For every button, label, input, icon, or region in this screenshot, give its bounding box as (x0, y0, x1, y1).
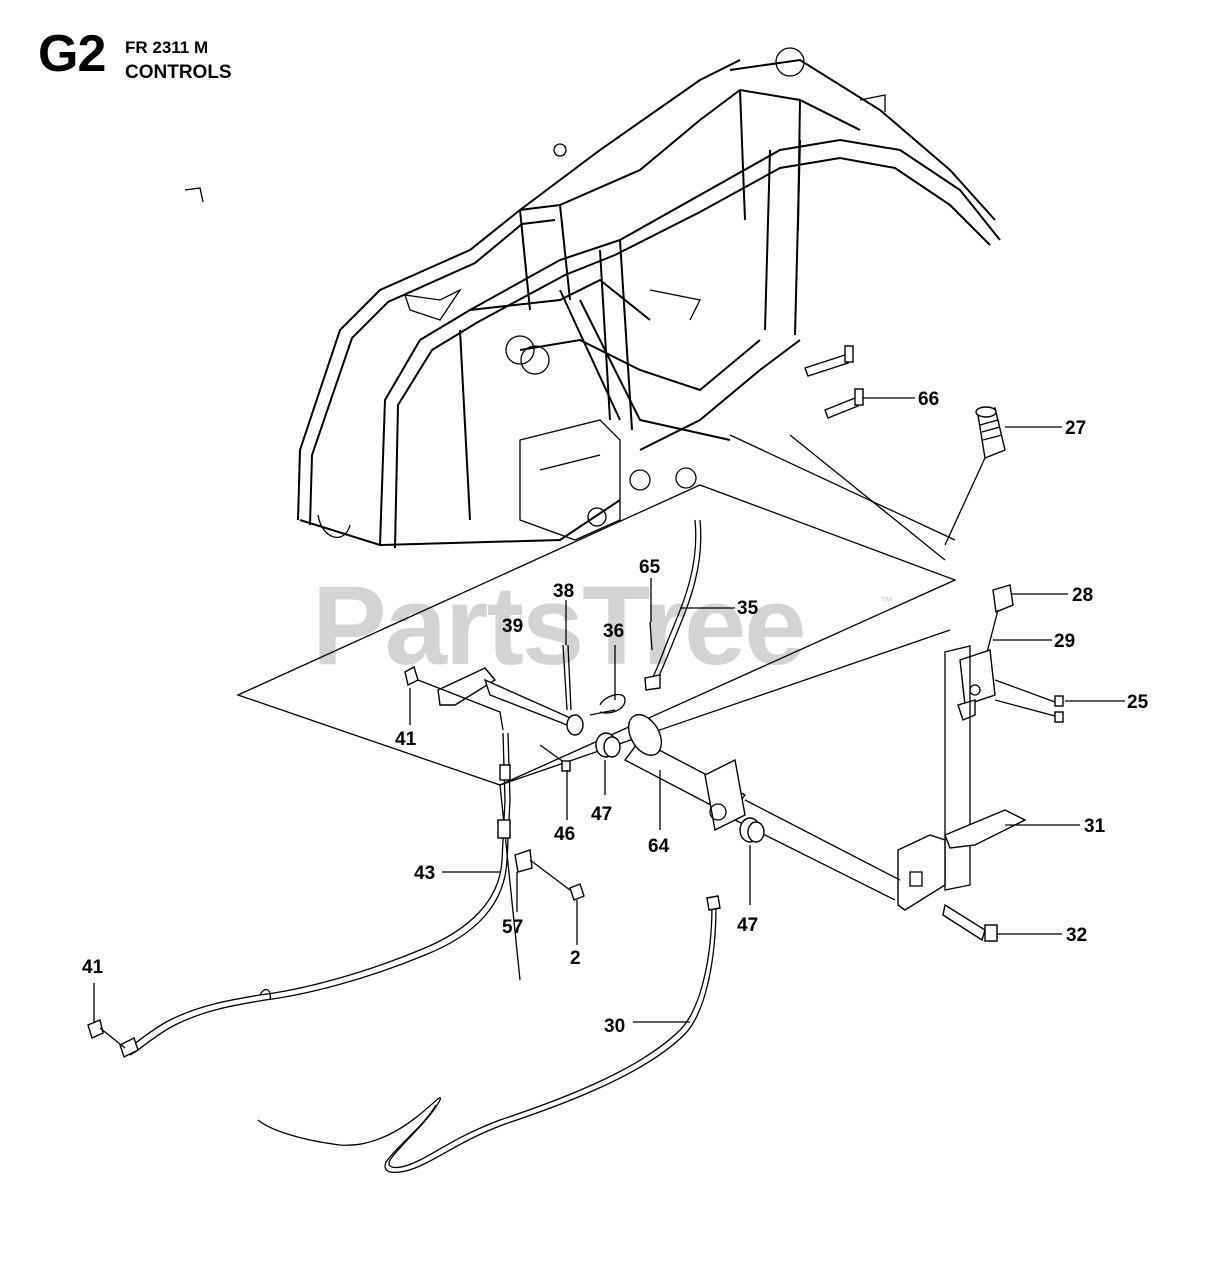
part-43-cable (119, 732, 511, 1058)
part-66-bolts (804, 345, 864, 419)
part-41-nut-lower (87, 1019, 126, 1049)
part-57-clip (514, 849, 571, 891)
callout-leaders (93, 397, 1125, 1023)
section-name: CONTROLS (125, 62, 232, 83)
part-25-screws (994, 679, 1064, 723)
part-38-pin (562, 644, 572, 711)
callout-57: 57 (502, 917, 523, 938)
assembly-plane-outline (236, 434, 957, 981)
part-65-pin (649, 621, 653, 651)
callout-labels: 66 27 28 29 25 31 32 38 65 35 39 36 41 4… (82, 389, 1149, 1037)
part-47-bushing-b (739, 817, 765, 843)
part-28-29-lever (944, 584, 1014, 891)
callout-25: 25 (1127, 692, 1149, 713)
callout-47-right: 47 (737, 915, 758, 936)
callout-39: 39 (502, 616, 523, 637)
callout-47-left: 47 (591, 804, 612, 825)
part-64-pivot-tube (623, 714, 901, 901)
callout-2: 2 (570, 948, 581, 969)
callout-36: 36 (603, 621, 624, 642)
part-41-nut-upper (404, 665, 419, 687)
callout-66: 66 (918, 389, 939, 410)
callout-28: 28 (1072, 585, 1093, 606)
callout-31: 31 (1084, 816, 1106, 837)
callout-41-upper: 41 (395, 729, 417, 750)
part-35-cable (644, 519, 702, 691)
section-code: G2 (38, 25, 106, 83)
part-36-clip (589, 693, 626, 716)
part-31-bracket (944, 809, 1027, 849)
callout-27: 27 (1065, 418, 1086, 439)
part-39-arm (437, 667, 584, 736)
callout-29: 29 (1054, 631, 1075, 652)
callout-43: 43 (414, 863, 435, 884)
callout-46: 46 (554, 824, 575, 845)
tractor-frame (184, 47, 1001, 549)
callout-35: 35 (737, 598, 759, 619)
leader-arm-cable (417, 679, 504, 731)
part-46-bolt (539, 744, 571, 772)
callout-30: 30 (604, 1016, 625, 1037)
part-32-plate-bolt (897, 834, 998, 942)
part-2-nut (569, 883, 585, 901)
watermark-trademark: ™ (880, 594, 893, 609)
part-27-knob (944, 406, 1006, 546)
model-name: FR 2311 M (125, 38, 209, 57)
callout-65: 65 (639, 557, 661, 578)
callout-41-lower: 41 (82, 957, 104, 978)
callout-32: 32 (1066, 925, 1087, 946)
part-47-bushing-a (595, 732, 621, 758)
part-30-cable (257, 895, 721, 1174)
callout-38: 38 (553, 581, 574, 602)
callout-64: 64 (648, 836, 670, 857)
watermark: PartsTree (312, 563, 807, 688)
